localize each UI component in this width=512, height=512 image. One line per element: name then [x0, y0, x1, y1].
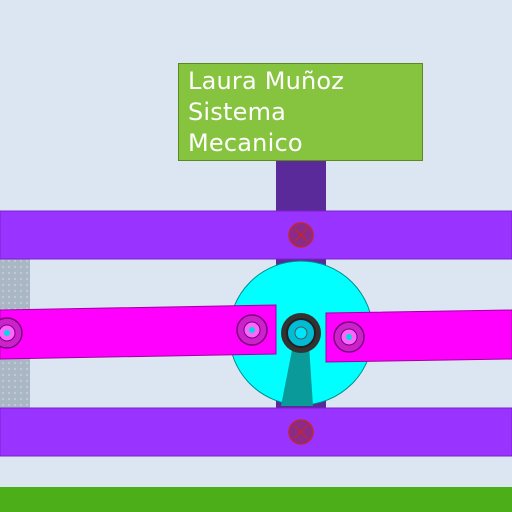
title-line-3: Mecanico [188, 129, 303, 157]
title-box-bg [178, 63, 423, 161]
left-end-joint-icon [0, 317, 23, 349]
top-rail [0, 210, 512, 260]
title-line-2: Sistema [188, 98, 287, 126]
title-box: Laura Muñoz Sistema Mecanico [178, 63, 423, 161]
title-line-1: Laura Muñoz [188, 67, 345, 95]
left-arm[interactable] [0, 304, 277, 360]
right-arm-joint-icon [333, 321, 365, 353]
hub-icon[interactable] [281, 313, 321, 353]
right-arm[interactable] [325, 309, 512, 363]
left-arm-joint-icon [236, 314, 268, 346]
ground [0, 487, 512, 512]
bottom-rail-pin-icon [288, 419, 314, 445]
crank-pointer [281, 345, 313, 406]
top-rail-pin-icon [288, 222, 314, 248]
bottom-rail [0, 407, 512, 457]
